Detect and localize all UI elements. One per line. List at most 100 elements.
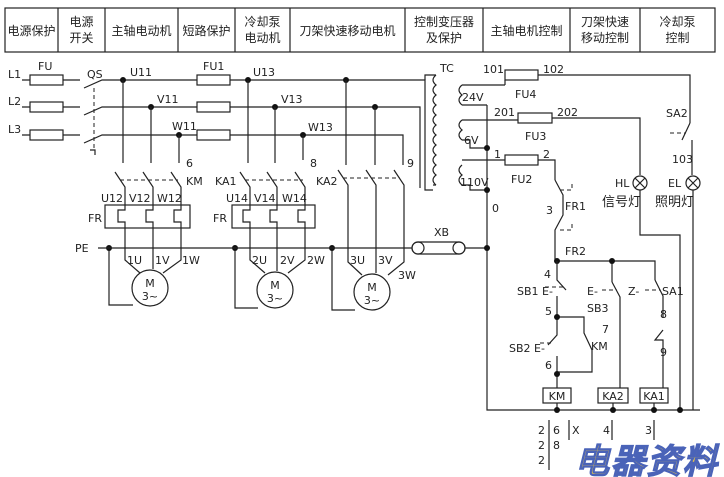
header-cell-8: 刀架快速移动控制 [581, 15, 629, 45]
label-u11: U11 [130, 66, 152, 79]
label-l3: L3 [8, 123, 21, 136]
label-fu4: FU4 [515, 88, 536, 101]
xref-km-1a: 2 [538, 424, 545, 437]
label-3u: 3U [350, 254, 365, 267]
label-8c: 8 [660, 308, 667, 321]
motor-m1-sub: 3~ [142, 290, 158, 303]
label-fu3: FU3 [525, 130, 546, 143]
motor-m3-sub: 3~ [364, 294, 380, 307]
label-pe: PE [75, 242, 89, 255]
label-v14: V14 [254, 192, 276, 205]
label-6: 6 [186, 157, 193, 170]
label-sa1-knob: Z- [628, 285, 639, 298]
header-cell-0: 电源保护 [7, 24, 55, 38]
label-fu: FU [38, 60, 52, 73]
xref-ka1: 3 [645, 424, 652, 437]
label-u13: U13 [253, 66, 275, 79]
label-1v: 1V [155, 254, 170, 267]
label-202: 202 [557, 106, 578, 119]
label-201: 201 [494, 106, 515, 119]
label-2: 2 [543, 148, 550, 161]
xref-km-1b: 2 [538, 439, 545, 452]
rapid-motor-branch [329, 80, 405, 311]
label-9c: 9 [660, 346, 667, 359]
header-cell-3: 短路保护 [182, 23, 230, 38]
motor-m1: M [145, 277, 155, 290]
label-1w: 1W [182, 254, 200, 267]
label-hl: HL [615, 177, 630, 190]
label-xb: XB [434, 226, 449, 239]
label-v13: V13 [281, 93, 303, 106]
label-km-contact: KM [591, 340, 608, 353]
label-sb3: SB3 [587, 302, 609, 315]
header-cell-2: 主轴电动机 [111, 23, 171, 38]
label-4: 4 [544, 268, 551, 281]
label-sa2: SA2 [666, 107, 688, 120]
motor-m2-sub: 3~ [267, 292, 283, 305]
label-u14: U14 [226, 192, 248, 205]
label-7: 7 [602, 323, 609, 336]
label-w13: W13 [308, 121, 333, 134]
label-110v: 110V [460, 176, 489, 189]
label-fr: FR [88, 212, 102, 225]
label-0: 0 [492, 202, 499, 215]
label-qs: QS [87, 68, 103, 81]
label-102: 102 [543, 63, 564, 76]
label-ka2: KA2 [316, 175, 338, 188]
label-w14: W14 [282, 192, 307, 205]
label-signal-lamp: 信号灯 [602, 195, 641, 210]
label-fu2: FU2 [511, 173, 532, 186]
header-cell-5: 刀架快速移动电机 [299, 24, 395, 38]
watermark: 电器资料 [575, 442, 720, 477]
label-v12: V12 [129, 192, 151, 205]
label-fr1: FR1 [565, 200, 586, 213]
control-circuit [484, 69, 701, 470]
coolant-motor-branch [231, 80, 316, 309]
coil-ka1: KA1 [643, 390, 665, 403]
header-cell-9: 冷却泵控制 [659, 15, 695, 45]
header-cell-6: 控制变压器及保护 [414, 14, 474, 45]
header-table: 电源保护电源开关主轴电动机短路保护冷却泵电动机刀架快速移动电机控制变压器及保护主… [4, 7, 716, 53]
xref-km-2b: 8 [553, 439, 560, 452]
label-1: 1 [494, 148, 501, 161]
label-24v: 24V [462, 91, 484, 104]
label-3v: 3V [378, 254, 393, 267]
label-v11: V11 [157, 93, 179, 106]
spindle-motor-branch [104, 80, 191, 307]
xref-km-1c: 2 [538, 454, 545, 467]
coil-ka2: KA2 [602, 390, 624, 403]
label-sa1: SA1 [662, 285, 684, 298]
label-3w: 3W [398, 269, 416, 282]
label-6c: 6 [545, 359, 552, 372]
header-cell-1: 电源开关 [69, 15, 93, 45]
header-cell-4: 冷却泵电动机 [244, 15, 280, 45]
label-2v: 2V [280, 254, 295, 267]
transformer-tc [424, 74, 518, 191]
motor-m2: M [270, 279, 280, 292]
label-sb2: SB2 E- [509, 342, 545, 355]
label-ka1: KA1 [215, 175, 237, 188]
label-u12: U12 [101, 192, 123, 205]
label-l2: L2 [8, 95, 21, 108]
label-km: KM [186, 175, 203, 188]
label-2w: 2W [307, 254, 325, 267]
label-3: 3 [546, 204, 553, 217]
label-sb3e: E- [587, 285, 598, 298]
xref-ka2: 4 [603, 424, 610, 437]
label-l1: L1 [8, 68, 21, 81]
label-1u: 1U [127, 254, 142, 267]
label-5: 5 [545, 305, 552, 318]
xref-km-2a: 6 [553, 424, 560, 437]
label-9: 9 [407, 157, 414, 170]
label-w11: W11 [172, 120, 197, 133]
label-101: 101 [483, 63, 504, 76]
coil-km: KM [549, 390, 566, 403]
xref-km-3a: X [572, 424, 580, 437]
power-lines [22, 74, 433, 191]
label-103: 103 [672, 153, 693, 166]
label-fr-2: FR [213, 212, 227, 225]
label-2u: 2U [252, 254, 267, 267]
label-lighting-lamp: 照明灯 [655, 195, 694, 210]
label-8: 8 [310, 157, 317, 170]
